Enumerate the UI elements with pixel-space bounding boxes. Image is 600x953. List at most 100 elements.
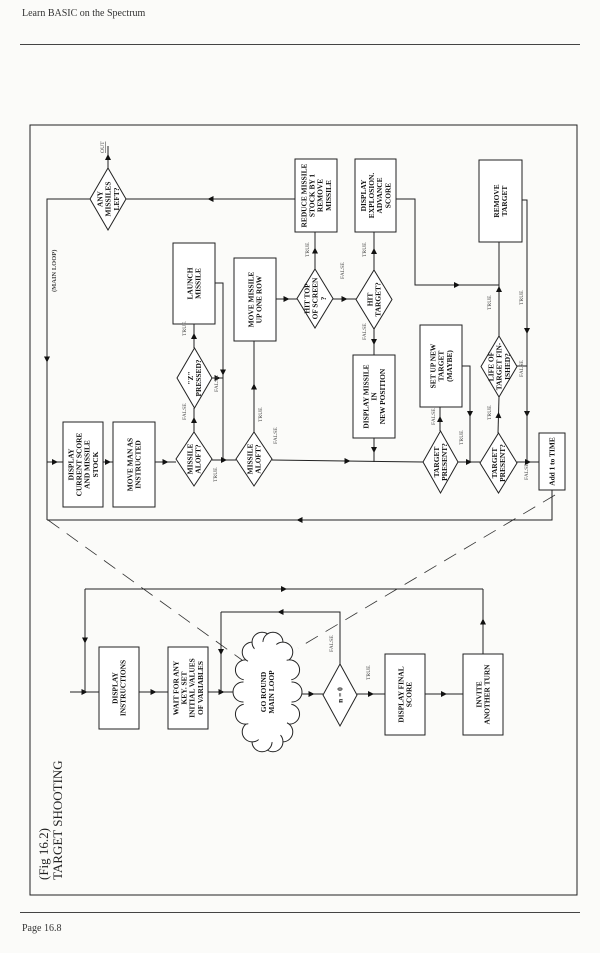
out-label: OUT <box>100 141 106 153</box>
arrowhead-icon <box>371 339 377 345</box>
node-label-line: DISPLAY MISSILE <box>361 364 370 428</box>
node-label-line: DISPLAY FINAL <box>397 666 406 722</box>
arrowhead-icon <box>105 459 111 465</box>
process-box <box>538 432 566 491</box>
process-box <box>354 158 397 233</box>
node-label: DISPLAYINSTRUCTIONS <box>111 660 128 716</box>
node-label-line: NEW POSITION <box>378 368 387 424</box>
node-label: GO ROUNDMAIN LOOP <box>259 670 276 714</box>
node-label-line: LAUNCH <box>186 267 195 299</box>
arrowhead-icon <box>480 618 486 625</box>
node-label-line: ANY <box>95 190 104 207</box>
node-label-line: LEFT? <box>112 187 121 210</box>
node-label: Add 1 to TIME <box>548 437 557 486</box>
node-label-line: HIT <box>366 293 375 307</box>
node-display-instructions: DISPLAYINSTRUCTIONS <box>98 646 140 730</box>
arrowhead-icon <box>207 196 214 202</box>
node-label: ANYMISSILESLEFT? <box>95 182 120 217</box>
node-label-line: (MAYBE) <box>445 350 454 382</box>
node-remove: REMOVETARGET <box>478 159 523 243</box>
flow-connector <box>215 282 224 462</box>
node-label-line: MISSILE <box>246 444 255 475</box>
node-label: SET UP NEWTARGET(MAYBE) <box>428 343 453 388</box>
arrowhead-icon <box>495 412 502 419</box>
node-label: DISPLAYCURRENT SCOREAND MISSILESTOCK <box>66 433 100 497</box>
node-label: MISSILEALOFT? <box>186 444 203 475</box>
edge-label-true: TRUE <box>258 407 264 422</box>
node-label-line: DISPLAY <box>111 671 120 703</box>
node-label-line: SET UP NEW <box>428 343 437 388</box>
node-label-line: DISPLAY <box>359 179 368 211</box>
flow-connector <box>221 611 341 664</box>
process-box <box>112 421 156 508</box>
process-box <box>167 646 209 730</box>
node-reduce: REDUCE MISSILESTOCK BY 1REMOVEMISSILE <box>294 158 338 233</box>
node-label-line: SCORE <box>383 183 392 209</box>
node-move-missile: MOVE MISSILEUP ONE ROW <box>233 257 277 342</box>
arrowhead-icon <box>251 383 257 390</box>
process-box <box>419 324 463 408</box>
node-label: "Z"PRESSED? <box>186 359 203 396</box>
main-loop-label: (MAIN LOOP) <box>51 250 58 292</box>
node-label: TARGETPRESENT? <box>432 443 449 481</box>
arrowhead-icon <box>344 457 351 464</box>
node-life: LIFE OFTARGET FIN-ISHED? <box>480 335 518 398</box>
node-label-line: "Z" <box>186 371 195 384</box>
node-label-line: ALOFT? <box>254 444 263 473</box>
node-label-line: ALOFT? <box>194 444 203 473</box>
node-display-score: DISPLAYCURRENT SCOREAND MISSILESTOCK <box>62 421 104 508</box>
edge-label-false: FALSE <box>182 403 188 420</box>
arrowhead-icon <box>281 586 287 592</box>
edge-label-false: FALSE <box>362 323 368 340</box>
process-box <box>384 653 426 736</box>
figure-title: TARGET SHOOTING <box>50 760 65 880</box>
node-target1: TARGETPRESENT? <box>422 429 459 495</box>
process-box <box>172 242 216 325</box>
arrowhead-icon <box>437 416 443 422</box>
decision-diamond <box>175 431 213 487</box>
arrowhead-icon <box>524 328 530 334</box>
node-add-time: Add 1 to TIME <box>538 432 566 491</box>
node-label-line: PRESSED? <box>194 359 203 396</box>
node-label: DISPLAY MISSILEINNEW POSITION <box>361 364 386 428</box>
arrowhead-icon <box>150 689 157 695</box>
node-label-line: MOVE MISSILE <box>247 272 256 328</box>
node-label: WAIT FOR ANYKEY. SETINITIAL VALUESOF VAR… <box>171 658 205 718</box>
node-setup: SET UP NEWTARGET(MAYBE) <box>419 324 463 408</box>
arrowhead-icon <box>220 369 226 376</box>
decision-diamond <box>479 432 518 494</box>
edge-label-true: TRUE <box>459 430 465 445</box>
edge-label-false: FALSE <box>329 635 335 652</box>
node-label-line: n = 0 <box>336 687 345 703</box>
edge-label-true: TRUE <box>519 290 525 305</box>
cloud-body <box>243 641 292 743</box>
edge-label-false: FALSE <box>524 463 530 480</box>
node-label-line: Add 1 to TIME <box>548 437 557 486</box>
running-header: Learn BASIC on the Spectrum <box>22 8 146 19</box>
node-label: REDUCE MISSILESTOCK BY 1REMOVEMISSILE <box>299 164 333 228</box>
arrowhead-icon <box>191 417 197 423</box>
node-label-line: KEY. SET <box>180 671 189 704</box>
node-label-line: TARGET <box>500 186 509 217</box>
footer-rule <box>20 912 580 913</box>
page-number: Page 16.8 <box>22 923 62 934</box>
arrowhead-icon <box>466 459 472 465</box>
node-go-round: GO ROUNDMAIN LOOP <box>232 631 303 753</box>
edge-label-false: FALSE <box>519 360 525 377</box>
node-label-line: GO ROUND <box>259 672 268 712</box>
node-label-line: STOCK BY 1 <box>308 174 317 217</box>
node-label-line: WAIT FOR ANY <box>171 660 180 715</box>
node-label-line: INITIAL VALUES <box>188 658 197 718</box>
arrowhead-icon <box>467 411 473 417</box>
decision-diamond <box>235 431 273 487</box>
node-label-line: MISSILES <box>104 182 113 217</box>
arrowhead-icon <box>441 691 447 697</box>
node-label-line: IN <box>370 392 379 401</box>
decision-diamond <box>296 268 334 329</box>
node-label-line: ANOTHER TURN <box>483 664 492 725</box>
node-label-line: OF SCREEN <box>311 277 320 319</box>
node-label-line: TARGET <box>432 447 441 478</box>
arrowhead-icon <box>52 459 58 465</box>
edge-label-false: FALSE <box>340 262 346 279</box>
